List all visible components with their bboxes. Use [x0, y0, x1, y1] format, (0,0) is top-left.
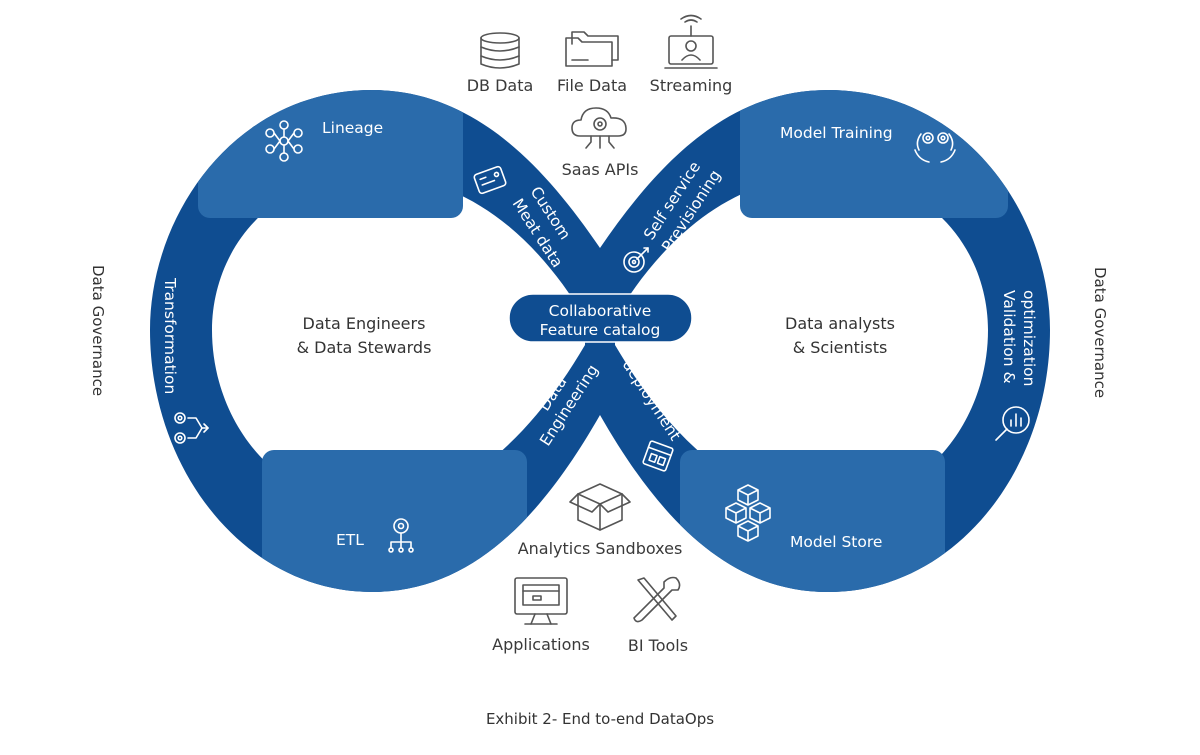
analytics-sandboxes-box-icon [569, 483, 631, 531]
transformation-gears-icon [174, 412, 209, 444]
etl-gear-icon [388, 518, 414, 553]
saas-apis-label: Saas APIs [562, 160, 639, 179]
left-center-line1: Data Engineers [303, 314, 426, 333]
validation-magnifier-icon [995, 406, 1030, 441]
model-training-icon [914, 132, 956, 163]
file-data-label: File Data [557, 76, 627, 95]
feature-catalog-pill: Collaborative Feature catalog [508, 293, 693, 343]
band-segment-model-store [680, 450, 945, 592]
right-center-line2: & Scientists [793, 338, 888, 357]
streaming-label: Streaming [650, 76, 733, 95]
catalog-label-line2: Feature catalog [540, 321, 661, 339]
band-segment-lineage [198, 90, 463, 218]
applications-label: Applications [492, 635, 590, 654]
left-center-line2: & Data Stewards [297, 338, 432, 357]
model-training-label: Model Training [780, 124, 893, 142]
lineage-icon [265, 120, 303, 162]
custom-metadata-icon [473, 165, 507, 195]
right-center-line1: Data analysts [785, 314, 895, 333]
analytics-sandboxes-label: Analytics Sandboxes [518, 539, 683, 558]
transformation-label: Transformation [161, 277, 179, 394]
band-segment-model-training [740, 90, 1008, 218]
file-data-icon [565, 31, 619, 67]
lineage-label: Lineage [322, 119, 383, 137]
bi-tools-wrench-icon [633, 576, 681, 623]
db-data-icon [480, 32, 520, 69]
model-store-label: Model Store [790, 533, 882, 551]
bi-tools-label: BI Tools [628, 636, 688, 655]
data-governance-left: Data Governance [89, 265, 107, 396]
validation-label-line1: Validation & [1000, 290, 1018, 384]
model-store-cubes-icon [725, 484, 771, 542]
data-governance-right: Data Governance [1091, 267, 1109, 398]
data-engineering-icon [496, 404, 528, 436]
etl-label: ETL [336, 531, 364, 549]
db-data-label: DB Data [467, 76, 534, 95]
saas-apis-cloud-icon [571, 107, 627, 149]
figure-caption: Exhibit 2- End to-end DataOps [485, 710, 715, 728]
validation-label-line2: optimization [1020, 290, 1038, 386]
catalog-label-line1: Collaborative [549, 302, 652, 320]
streaming-icon [664, 14, 718, 69]
self-service-target-icon [623, 247, 649, 273]
applications-monitor-icon [514, 577, 568, 625]
model-deployment-icon [642, 440, 674, 472]
